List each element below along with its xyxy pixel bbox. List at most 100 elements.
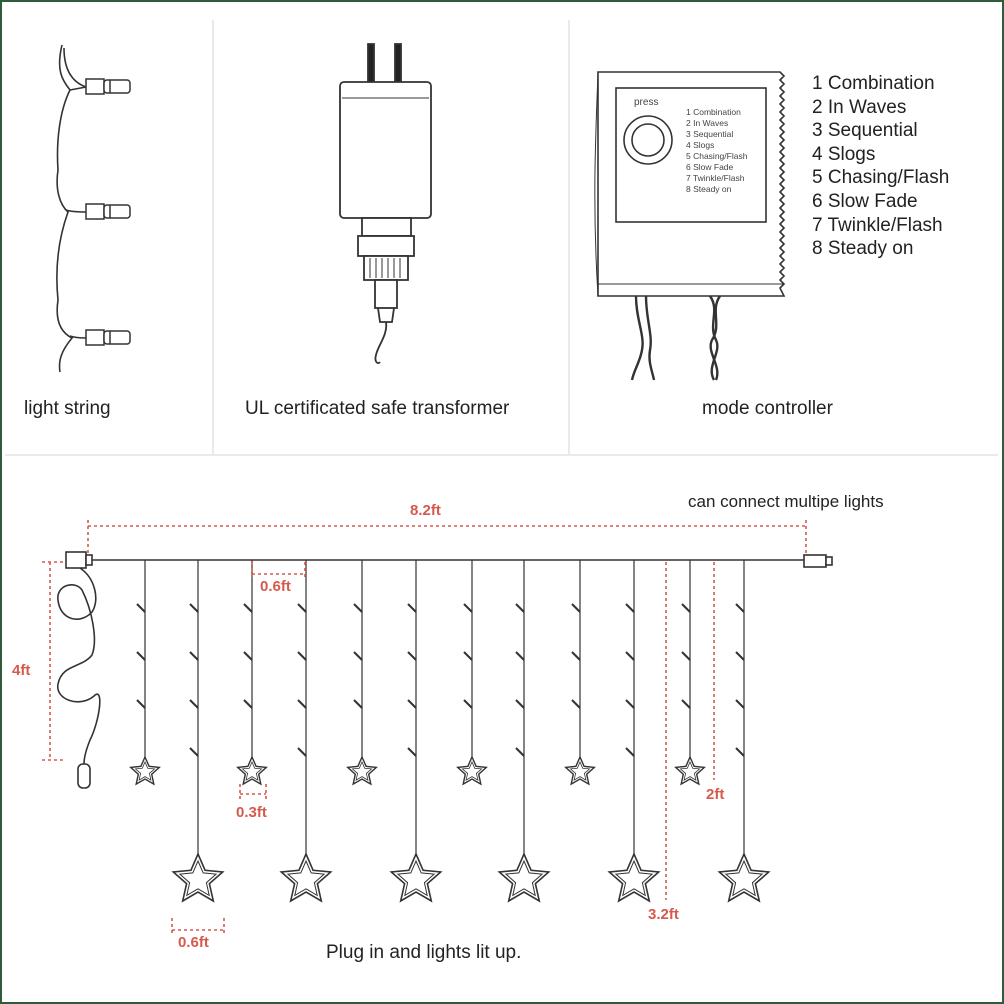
- large-star-inner: [286, 859, 326, 897]
- large-star-ornament: [607, 851, 661, 903]
- bulb-mark: [353, 699, 363, 709]
- mini-mode-item: 2 In Waves: [686, 118, 729, 128]
- large-star-inner: [614, 859, 654, 897]
- spacing-dimension-label: 0.6ft: [260, 578, 291, 595]
- mini-mode-item: 5 Chasing/Flash: [686, 151, 748, 161]
- dimension-lines: [42, 520, 807, 936]
- controller-illustration: [594, 71, 786, 381]
- bulb-mark: [735, 747, 745, 757]
- bulb-socket: [85, 329, 131, 346]
- small-star-inner: [351, 760, 373, 781]
- bulb-mark: [681, 699, 691, 709]
- bulb-mark: [625, 699, 635, 709]
- connect-note: can connect multipe lights: [688, 492, 884, 511]
- light-string-label: light string: [24, 398, 111, 419]
- bulb-mark: [515, 747, 525, 757]
- curtain-drops: [129, 560, 771, 903]
- mode-item: 3 Sequential: [812, 120, 918, 142]
- bulb-mark: [571, 699, 581, 709]
- bulb-mark: [625, 651, 635, 661]
- mode-item: 4 Slogs: [812, 143, 876, 165]
- mode-item: 7 Twinkle/Flash: [812, 214, 943, 236]
- bulb-mark: [681, 651, 691, 661]
- large-star-ornament: [717, 851, 771, 903]
- large-star-ornament: [389, 851, 443, 903]
- bulb-mark: [297, 699, 307, 709]
- bulb-mark: [735, 603, 745, 613]
- bulb-mark: [681, 603, 691, 613]
- controller-button-label: press: [634, 97, 659, 108]
- mode-item: 5 Chasing/Flash: [812, 167, 950, 189]
- mode-item: 2 In Waves: [812, 96, 907, 118]
- bulb-mark: [297, 651, 307, 661]
- mode-item: 6 Slow Fade: [812, 190, 918, 212]
- bulb-mark: [136, 651, 146, 661]
- large-star-inner: [396, 859, 436, 897]
- bulb-mark: [625, 603, 635, 613]
- mode-list: 1 Combination 2 In Waves 3 Sequential 4 …: [812, 72, 949, 261]
- small-star-ornament: [129, 755, 161, 786]
- bulb-mark: [243, 651, 253, 661]
- bulb-mark: [463, 699, 473, 709]
- small-star-inner: [241, 760, 263, 781]
- small-star-ornament: [456, 755, 488, 786]
- large-star-inner: [504, 859, 544, 897]
- long-drop-label: 3.2ft: [648, 906, 679, 923]
- height-dimension-label: 4ft: [12, 662, 31, 679]
- small-star-ornament: [674, 755, 706, 786]
- bulb-mark: [515, 603, 525, 613]
- short-drop-label: 2ft: [706, 786, 725, 803]
- bulb-mark: [189, 699, 199, 709]
- bulb-mark: [463, 603, 473, 613]
- star-width-label: 0.6ft: [178, 934, 209, 951]
- mini-mode-item: 8 Steady on: [686, 184, 732, 194]
- mini-mode-item: 4 Slogs: [686, 140, 715, 150]
- bulb-mark: [571, 651, 581, 661]
- controller-mini-mode-list: 1 Combination 2 In Waves 3 Sequential 4 …: [686, 107, 747, 195]
- large-star-ornament: [279, 851, 333, 903]
- bulb-mark: [189, 603, 199, 613]
- small-star-inner: [461, 760, 483, 781]
- bulb-mark: [189, 651, 199, 661]
- small-star-inner: [679, 760, 701, 781]
- bulb-mark: [353, 651, 363, 661]
- bulb-mark: [136, 603, 146, 613]
- bulb-mark: [353, 603, 363, 613]
- transformer-illustration: [339, 43, 432, 365]
- transformer-label: UL certificated safe transformer: [245, 398, 510, 419]
- bulb-mark: [407, 699, 417, 709]
- bulb-mark: [189, 747, 199, 757]
- small-star-inner: [134, 760, 156, 781]
- bulb-mark: [243, 603, 253, 613]
- small-star-ornament: [564, 755, 596, 786]
- panel-dividers: [5, 20, 998, 456]
- small-star-drop-label: 0.3ft: [236, 804, 267, 821]
- bulb-mark: [297, 747, 307, 757]
- bulb-mark: [407, 747, 417, 757]
- width-dimension-label: 8.2ft: [410, 502, 441, 519]
- large-star-ornament: [497, 851, 551, 903]
- mini-mode-item: 6 Slow Fade: [686, 162, 734, 172]
- bulb-mark: [463, 651, 473, 661]
- mode-item: 1 Combination: [812, 73, 935, 94]
- bulb-mark: [407, 651, 417, 661]
- bulb-mark: [735, 651, 745, 661]
- mini-mode-item: 3 Sequential: [686, 129, 734, 139]
- bulb-mark: [297, 603, 307, 613]
- small-star-inner: [569, 760, 591, 781]
- bulb-mark: [243, 699, 253, 709]
- bulb-mark: [735, 699, 745, 709]
- large-star-inner: [178, 859, 218, 897]
- bulb-socket: [85, 203, 131, 220]
- caption: Plug in and lights lit up.: [326, 942, 522, 963]
- bulb-mark: [407, 603, 417, 613]
- mini-mode-item: 1 Combination: [686, 107, 741, 117]
- bulb-mark: [571, 603, 581, 613]
- bulb-socket: [85, 78, 131, 95]
- bulb-mark: [515, 651, 525, 661]
- large-star-ornament: [171, 851, 225, 903]
- bulb-mark: [136, 699, 146, 709]
- small-star-ornament: [236, 755, 268, 786]
- bulb-mark: [515, 699, 525, 709]
